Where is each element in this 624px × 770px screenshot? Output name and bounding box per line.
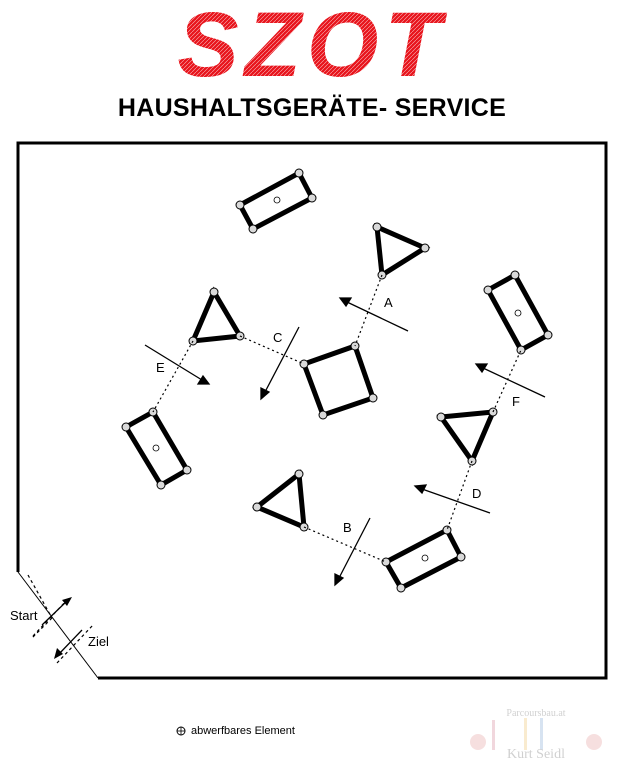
removable-element-icon (176, 726, 186, 736)
obstacle-square (299, 341, 378, 420)
obstacle-triangle-b (252, 469, 309, 532)
arena-entrance-edge (17, 571, 99, 679)
marker-c: C (273, 330, 282, 345)
obstacle-triangle-e (188, 286, 245, 346)
obstacle-oxer-right (483, 270, 553, 355)
watermark-line2: Kurt Seidl (507, 747, 565, 762)
szot-logo: SZOT (177, 0, 447, 90)
obstacle-oxer-top (235, 168, 317, 234)
course-diagram: Start Ziel (10, 141, 608, 680)
watermark-line1: Parcoursbau.at (506, 708, 565, 719)
marker-a: A (384, 295, 393, 310)
obstacle-oxer-bottom (381, 525, 466, 593)
logo-text: SZOT (177, 0, 447, 90)
obstacle-triangle-a (372, 222, 431, 280)
parcoursbau-watermark: Parcoursbau.at Kurt Seidl (470, 708, 602, 762)
obstacle-oxer-left (121, 407, 192, 490)
legend-text: abwerfbares Element (191, 725, 295, 737)
finish-label: Ziel (88, 634, 109, 649)
finish-line (56, 624, 94, 664)
marker-f: F (512, 394, 520, 409)
legend: abwerfbares Element (176, 725, 295, 737)
page-subtitle: HAUSHALTSGERÄTE- SERVICE (117, 94, 507, 122)
marker-e: E (156, 360, 165, 375)
start-label: Start (10, 608, 38, 623)
obstacle-triangle-d (436, 407, 498, 467)
marker-b: B (343, 520, 352, 535)
arena-border (16, 141, 608, 680)
finish-arrow (57, 629, 83, 656)
start-arrow (41, 599, 69, 626)
marker-d: D (472, 486, 481, 501)
